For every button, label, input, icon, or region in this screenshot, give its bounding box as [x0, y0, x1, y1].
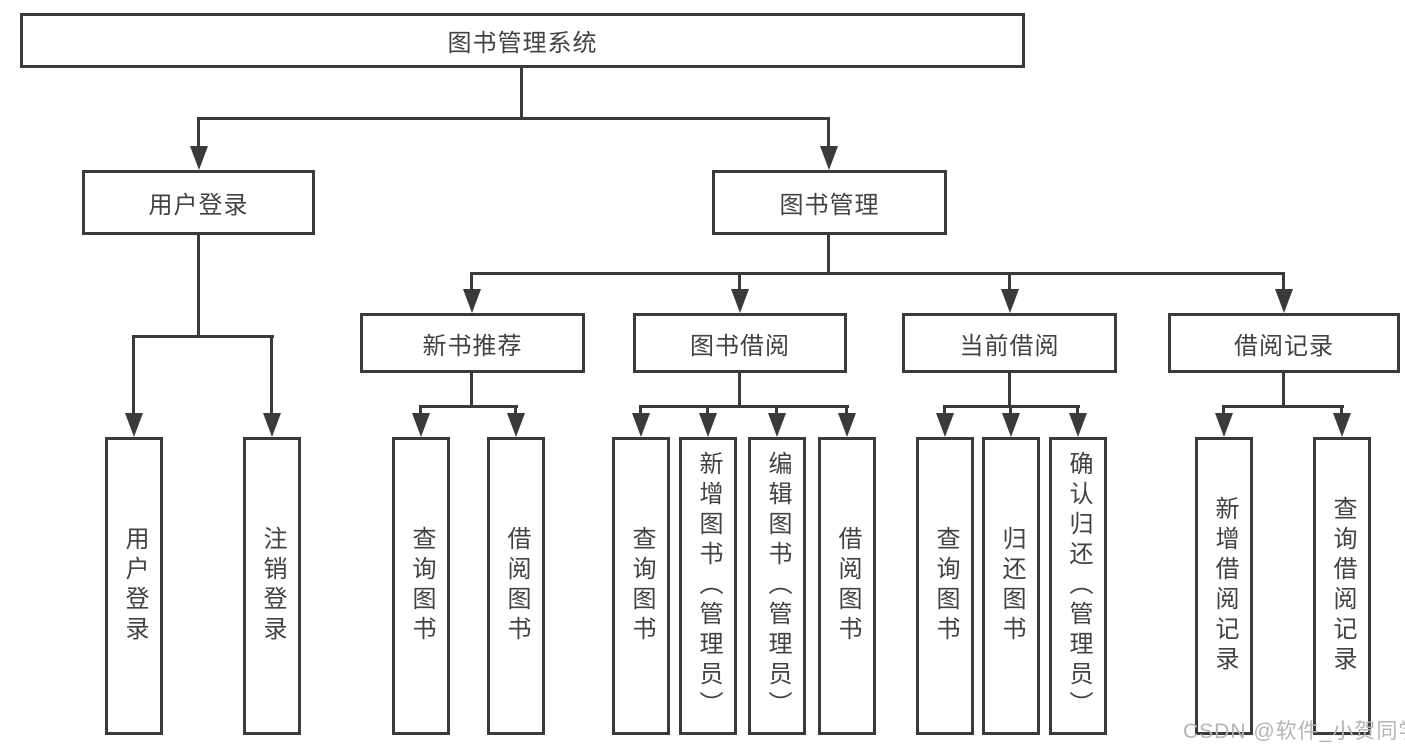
connector-line	[197, 235, 200, 337]
connector-line	[197, 117, 830, 120]
leaf-query-borrow-record: 查询借阅记录	[1313, 437, 1371, 735]
connector-line	[943, 405, 946, 415]
arrow-down-icon	[632, 413, 650, 437]
connector-line	[706, 405, 709, 415]
arrow-down-icon	[1069, 413, 1087, 437]
leaf-borrow-books-recommend: 借阅图书	[487, 437, 545, 735]
connector-line	[197, 117, 200, 148]
arrow-down-icon	[507, 413, 525, 437]
connector-line	[827, 117, 830, 148]
arrow-down-icon	[838, 413, 856, 437]
leaf-add-books-admin: 新增图书（管理员）	[679, 437, 737, 735]
arrow-down-icon	[412, 413, 430, 437]
node-current-borrow: 当前借阅	[902, 313, 1117, 373]
arrow-down-icon	[731, 289, 749, 313]
arrow-down-icon	[1001, 289, 1019, 313]
node-book-borrow: 图书借阅	[633, 313, 847, 373]
leaf-add-borrow-record: 新增借阅记录	[1195, 437, 1253, 735]
leaf-user-login: 用户登录	[105, 437, 163, 735]
connector-line	[1076, 405, 1079, 415]
connector-line	[1282, 272, 1285, 291]
connector-line	[1009, 405, 1012, 415]
connector-line	[1222, 405, 1344, 408]
connector-line	[514, 405, 517, 415]
arrow-down-icon	[699, 413, 717, 437]
connector-line	[132, 335, 274, 338]
connector-line	[1282, 373, 1285, 407]
leaf-query-books-recommend: 查询图书	[392, 437, 450, 735]
csdn-watermark: CSDN @软件_小贺同学	[1183, 720, 1405, 743]
connector-line	[470, 373, 473, 407]
leaf-borrow-books: 借阅图书	[818, 437, 876, 735]
leaf-logout: 注销登录	[243, 437, 301, 735]
arrow-down-icon	[263, 413, 281, 437]
leaf-query-books-borrow: 查询图书	[612, 437, 670, 735]
connector-line	[738, 373, 741, 407]
connector-line	[470, 272, 1284, 275]
connector-line	[419, 405, 518, 408]
connector-line	[470, 272, 473, 291]
leaf-confirm-return-admin: 确认归还（管理员）	[1049, 437, 1107, 735]
node-book-management: 图书管理	[712, 170, 947, 235]
connector-line	[827, 235, 830, 274]
arrow-down-icon	[125, 413, 143, 437]
connector-line	[132, 335, 135, 415]
connector-line	[1222, 405, 1225, 415]
connector-line	[845, 405, 848, 415]
arrow-down-icon	[768, 413, 786, 437]
arrow-down-icon	[1333, 413, 1351, 437]
leaf-query-books-current: 查询图书	[916, 437, 974, 735]
connector-line	[520, 68, 523, 120]
connector-line	[738, 272, 741, 291]
node-user-login: 用户登录	[82, 170, 315, 235]
connector-line	[775, 405, 778, 415]
arrow-down-icon	[1215, 413, 1233, 437]
leaf-edit-books-admin: 编辑图书（管理员）	[748, 437, 806, 735]
connector-line	[639, 405, 849, 408]
connector-line	[1008, 272, 1011, 291]
arrow-down-icon	[936, 413, 954, 437]
connector-line	[639, 405, 642, 415]
node-borrow-records: 借阅记录	[1168, 313, 1400, 373]
arrow-down-icon	[1002, 413, 1020, 437]
connector-line	[270, 335, 273, 415]
arrow-down-icon	[820, 146, 838, 170]
connector-line	[1008, 373, 1011, 407]
arrow-down-icon	[190, 146, 208, 170]
node-root: 图书管理系统	[20, 13, 1025, 68]
node-new-book-recommend: 新书推荐	[360, 313, 585, 373]
arrow-down-icon	[1275, 289, 1293, 313]
connector-line	[1340, 405, 1343, 415]
arrow-down-icon	[463, 289, 481, 313]
connector-line	[419, 405, 422, 415]
leaf-return-books: 归还图书	[982, 437, 1040, 735]
